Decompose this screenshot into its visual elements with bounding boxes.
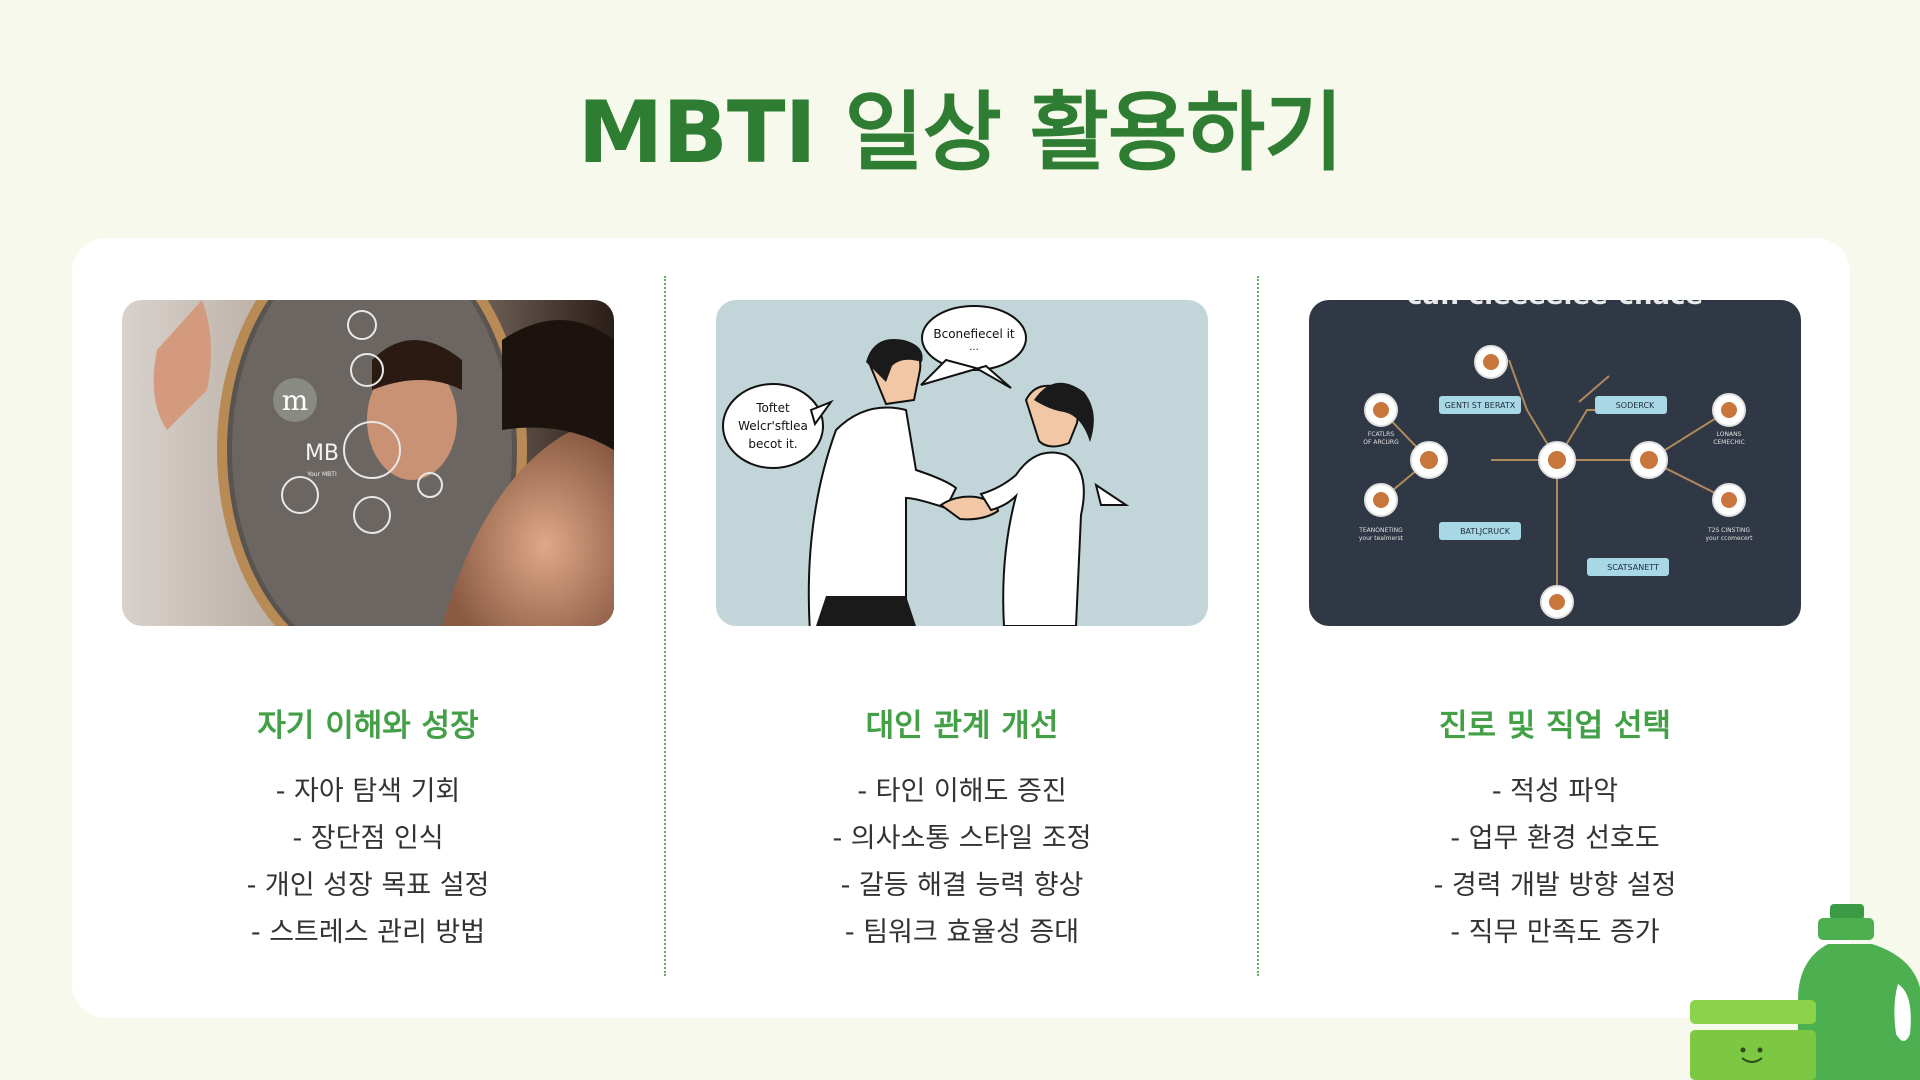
list-item: - 업무 환경 선호도 [1450, 823, 1660, 854]
bullet-list: - 타인 이해도 증진 - 의사소통 스타일 조정 - 갈등 해결 능력 향상 … [666, 768, 1258, 956]
node-tag-1: GENTI ST BERATX [1445, 401, 1516, 410]
content-card: m MB Your MBTI 자기 이해와 성장 - 자아 탐색 기회 [72, 238, 1850, 1018]
detergent-mascot-icon [1690, 904, 1920, 1080]
column-relationships: Bconefiecel it ... Toftet Welcr'sftlea b… [664, 276, 1256, 976]
list-item: - 타인 이해도 증진 [857, 776, 1067, 807]
list-item: - 의사소통 스타일 조정 [832, 823, 1092, 854]
node-label: OF ARCURG [1363, 439, 1399, 446]
node-tag-3: BATLJCRUCK [1460, 527, 1511, 536]
list-item: - 개인 성장 목표 설정 [246, 870, 490, 901]
node-label: your ccomecert [1705, 535, 1753, 542]
bubble-text-left-1: Toftet [755, 401, 790, 415]
column-heading: 자기 이해와 성장 [257, 708, 479, 744]
list-item: - 스트레스 관리 방법 [250, 917, 486, 948]
page-title: MBTI 일상 활용하기 [577, 83, 1343, 183]
node-label: FCATLRS [1368, 431, 1394, 438]
bullet-list: - 적성 파악 - 업무 환경 선호도 - 경력 개발 방향 설정 - 직무 만… [1259, 768, 1851, 956]
mirror-text-m: m [282, 384, 309, 417]
column-career: ca.. cleeeelee-chace [1257, 276, 1849, 976]
node-label: TEANONETING [1358, 527, 1403, 534]
mirror-text-small: Your MBTI [306, 471, 337, 478]
list-item: - 적성 파악 [1491, 776, 1619, 807]
node-label: T2S CINSTING [1707, 527, 1750, 534]
column-heading: 대인 관계 개선 [865, 708, 1059, 744]
column-heading: 진로 및 직업 선택 [1438, 708, 1672, 744]
list-item: - 경력 개발 방향 설정 [1433, 870, 1677, 901]
mirror-text-mb: MB [305, 441, 339, 466]
list-item: - 갈등 해결 능력 향상 [840, 870, 1084, 901]
bubble-text-right-sub: ... [969, 342, 979, 353]
list-item: - 장단점 인식 [292, 823, 444, 854]
bubble-text-right: Bconefiecel it [933, 327, 1015, 341]
list-item: - 직무 만족도 증가 [1450, 917, 1660, 948]
mirror-photo: m MB Your MBTI [122, 300, 614, 626]
image-top-text: ca.. cleeeelee-chace [1407, 300, 1703, 311]
node-label: LONANS [1717, 431, 1742, 438]
network-diagram-image: ca.. cleeeelee-chace [1309, 300, 1801, 626]
bubble-text-left-3: becot it. [748, 437, 797, 451]
column-self-understanding: m MB Your MBTI 자기 이해와 성장 - 자아 탐색 기회 [72, 238, 664, 1018]
list-item: - 팀워크 효율성 증대 [844, 917, 1080, 948]
node-label: CEMECHIC [1713, 439, 1745, 446]
bullet-list: - 자아 탐색 기회 - 장단점 인식 - 개인 성장 목표 설정 - 스트레스… [72, 768, 664, 956]
list-item: - 자아 탐색 기회 [275, 776, 461, 807]
node-label: your tealmerst [1359, 535, 1404, 542]
node-tag-4: SCATSANETT [1607, 563, 1659, 572]
bubble-text-left-2: Welcr'sftlea [738, 419, 808, 433]
handshake-illustration: Bconefiecel it ... Toftet Welcr'sftlea b… [716, 300, 1208, 626]
node-tag-2: SODERCK [1616, 401, 1655, 410]
